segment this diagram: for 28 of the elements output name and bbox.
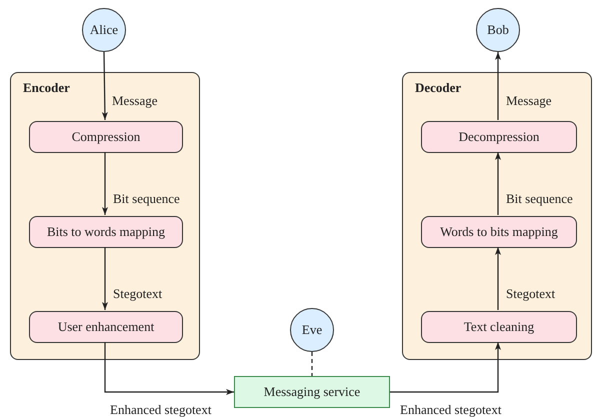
edge-label: Stegotext [506, 286, 556, 300]
arrow [104, 342, 234, 395]
process-box: Words to bits mapping [421, 216, 577, 248]
edge-label: Bit sequence [113, 192, 180, 204]
arrow [495, 247, 501, 310]
arrow [102, 152, 108, 215]
edge-label: Bit sequence [506, 192, 573, 204]
group-heading: Decoder [415, 79, 462, 97]
arrow [390, 342, 501, 393]
arrow [495, 52, 501, 120]
arrow [102, 52, 108, 120]
process-box: Text cleaning [421, 311, 577, 343]
process-box: Compression [29, 121, 183, 153]
edge-label: Message [506, 94, 552, 107]
edge-label: Enhanced stegotext [400, 403, 502, 416]
group-panel [10, 72, 200, 360]
service-box: Messaging service [234, 376, 390, 408]
group-heading: Encoder [23, 79, 70, 97]
edge-label: Stegotext [113, 286, 162, 300]
dashed-connector [311, 352, 313, 376]
process-box: Decompression [421, 121, 577, 153]
arrow [495, 152, 501, 215]
group-panel [402, 72, 592, 360]
edge-label: Enhanced stegotext [110, 403, 212, 416]
arrow [102, 247, 108, 310]
edge-label: Message [112, 94, 158, 107]
process-box: User enhancement [29, 311, 183, 343]
process-box: Bits to words mapping [29, 216, 183, 248]
